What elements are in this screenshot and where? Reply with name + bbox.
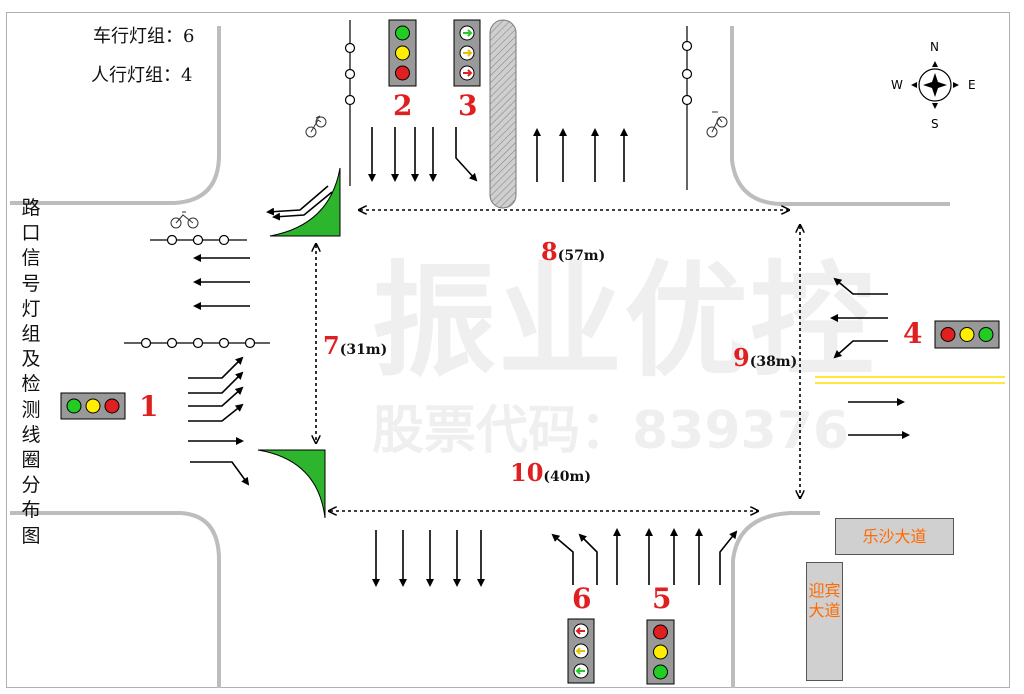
compass-rose-icon: [911, 61, 959, 109]
arrows-east-out: [848, 398, 910, 439]
diagram-frame: [6, 12, 1010, 688]
distance-id-10: 10: [510, 458, 544, 487]
arrows-west-in: [188, 356, 250, 486]
distance-label-8: 8(57m): [541, 237, 605, 266]
compass-n: N: [930, 40, 939, 54]
signal-number-6: 6: [572, 582, 592, 615]
bicycle-icon-north: [305, 115, 327, 138]
traffic-light-5: [646, 619, 675, 685]
distance-lines: [316, 210, 800, 511]
traffic-light-1: [60, 392, 126, 420]
distance-label-10: 10(40m): [510, 458, 591, 487]
watermark-stock-code: 股票代码：839376: [372, 401, 850, 461]
compass-s: S: [931, 117, 939, 131]
road-label-east-west: 乐沙大道: [835, 518, 954, 555]
ped-pole-west-top: [150, 234, 247, 246]
distance-id-9: 9: [733, 343, 750, 372]
arrows-south-out: [372, 530, 485, 587]
traffic-light-4: [934, 320, 1000, 349]
signal-number-2: 2: [393, 89, 413, 122]
arrows-east-in: [830, 277, 888, 359]
distance-id-7: 7: [323, 331, 340, 360]
signal-number-5: 5: [652, 582, 672, 615]
center-line-east: [815, 376, 1005, 384]
vehicle-group-count: 车行灯组：6: [93, 26, 195, 47]
distance-label-7: 7(31m): [323, 331, 387, 360]
distance-length-7: (31m): [339, 342, 388, 358]
arrows-west-out: [193, 185, 333, 310]
compass-e: E: [968, 78, 976, 92]
distance-length-10: (40m): [543, 469, 591, 485]
signal-number-1: 1: [139, 390, 159, 423]
distance-label-9: 9(38m): [733, 343, 797, 372]
arrows-north-out: [533, 128, 628, 182]
watermark-company: 振业优控: [372, 250, 877, 394]
distance-id-8: 8: [541, 237, 558, 266]
road-label-north-south: 迎宾大道: [806, 562, 843, 681]
diagram-title: 路口信号灯组及检测线圈分布图: [21, 197, 41, 547]
corner-island-south-west: [257, 449, 326, 519]
road-curbs: [10, 26, 950, 688]
ped-pole-north-east: [681, 26, 693, 190]
bicycle-icon-east: [706, 111, 728, 138]
median-island: [489, 19, 517, 209]
signal-number-3: 3: [458, 89, 478, 122]
traffic-light-6-arrow: [567, 618, 595, 684]
distance-length-8: (57m): [557, 248, 606, 264]
distance-length-9: (38m): [749, 354, 798, 370]
signal-number-4: 4: [903, 317, 923, 350]
corner-island-north-west: [269, 167, 341, 237]
arrows-north-in: [368, 127, 478, 182]
arrows-south-in: [551, 528, 738, 585]
ped-pole-north-west: [344, 20, 356, 186]
traffic-light-3-arrow: [453, 19, 481, 87]
bicycle-icon-west: [170, 211, 199, 229]
ped-pole-west-stopline: [124, 337, 270, 349]
compass-w: W: [891, 78, 903, 92]
pedestrian-group-count: 人行灯组：4: [91, 65, 193, 86]
traffic-light-2: [388, 19, 417, 87]
